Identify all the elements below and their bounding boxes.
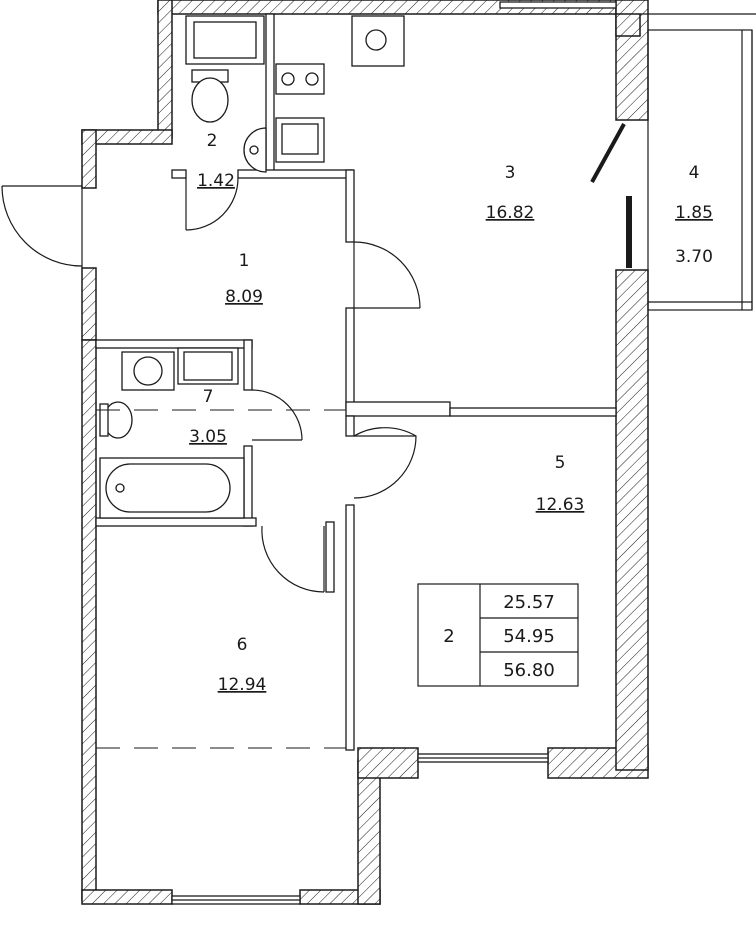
room-2-number: 2	[207, 131, 218, 151]
room-5-number: 5	[555, 453, 566, 473]
doors	[1, 123, 626, 593]
room-3-area: 16.82	[486, 203, 535, 223]
room-5-area: 12.63	[536, 495, 585, 515]
summary-rooms-count: 2	[443, 626, 454, 647]
summary-total-area: 54.95	[503, 626, 555, 647]
area-summary-table: 2 25.57 54.95 56.80	[417, 583, 579, 687]
windows	[171, 1, 617, 905]
interior-walls	[95, 13, 617, 751]
room-separators	[96, 409, 346, 749]
room-labels: 1 8.09 2 1.42 3 16.82 4 1.85 3.70 5 12.6…	[189, 131, 713, 695]
room-1-area: 8.09	[225, 287, 263, 307]
room-6-number: 6	[237, 635, 248, 655]
room-4-area-coefficient: 3.70	[675, 247, 713, 267]
summary-living-area: 25.57	[503, 592, 555, 613]
summary-total-area-with-balcony: 56.80	[503, 660, 555, 681]
exterior-walls	[81, 0, 649, 905]
balcony	[626, 13, 756, 311]
room-3-number: 3	[505, 163, 516, 183]
room-7-area: 3.05	[189, 427, 227, 447]
room-4-number: 4	[689, 163, 700, 183]
room-1-number: 1	[239, 251, 250, 271]
room-6-area: 12.94	[218, 675, 267, 695]
fixtures	[99, 15, 405, 519]
room-2-area: 1.42	[197, 171, 235, 191]
room-4-area: 1.85	[675, 203, 713, 223]
room-7-number: 7	[203, 387, 214, 407]
